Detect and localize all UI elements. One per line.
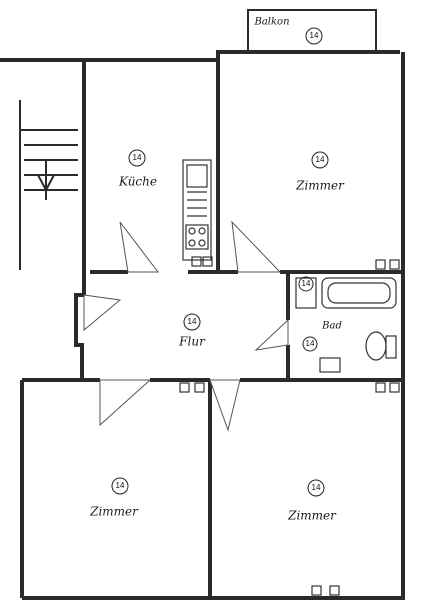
flur-number: 14 (188, 317, 197, 326)
kitchen-fixtures (182, 159, 212, 261)
zimmer-sw-label: Zimmer (89, 505, 139, 519)
walls (20, 50, 405, 600)
balcony-label: Balkon (253, 17, 289, 28)
zimmer-se-number: 14 (312, 483, 321, 492)
bad-number-b: 14 (306, 339, 315, 348)
zimmer-ne-label: Zimmer (295, 179, 345, 193)
stairwell (0, 58, 90, 275)
toilet-icon (365, 331, 387, 361)
sink-icon (186, 164, 208, 188)
zimmer-sw-number-circle (111, 477, 129, 495)
stove-icon (185, 224, 209, 250)
balcony-number-circle (305, 27, 323, 45)
room-se-door (209, 379, 241, 432)
kueche-label: Küche (118, 175, 157, 189)
zimmer-ne-number: 14 (316, 155, 325, 164)
door-swings (83, 220, 289, 432)
room-zimmer-se: 14 Zimmer (287, 479, 337, 523)
balcony: Balkon 14 (247, 9, 377, 53)
zimmer-ne-number-circle (311, 151, 329, 169)
outlets (179, 256, 400, 596)
bathtub-icon (321, 277, 397, 309)
room-kueche: 14 Küche (118, 149, 157, 189)
bad-number-a: 14 (302, 279, 311, 288)
room-zimmer-sw: 14 Zimmer (89, 477, 139, 519)
zimmer-se-label: Zimmer (287, 509, 337, 523)
bad-number-circle-b (302, 336, 318, 352)
bad-number-circle-a (298, 276, 314, 292)
room-ne-door (231, 220, 282, 273)
zimmer-se-number-circle (307, 479, 325, 497)
room-sw-door (99, 379, 152, 427)
room-zimmer-ne: 14 Zimmer (295, 151, 345, 193)
kueche-number: 14 (133, 153, 142, 162)
kitchen-door (119, 221, 160, 273)
kueche-number-circle (128, 149, 146, 167)
washbasin-icon (319, 357, 341, 373)
zimmer-sw-number: 14 (116, 481, 125, 490)
flur-number-circle (183, 313, 201, 331)
room-flur: 14 Flur (178, 313, 206, 349)
hall-west-door (83, 294, 122, 332)
flur-label: Flur (178, 335, 206, 349)
bad-label: Bad (321, 321, 342, 332)
bad-door (254, 318, 289, 351)
room-bad: 14 Bad 14 (298, 276, 342, 352)
balcony-number: 14 (310, 31, 319, 40)
bathroom-fixtures (295, 277, 397, 373)
